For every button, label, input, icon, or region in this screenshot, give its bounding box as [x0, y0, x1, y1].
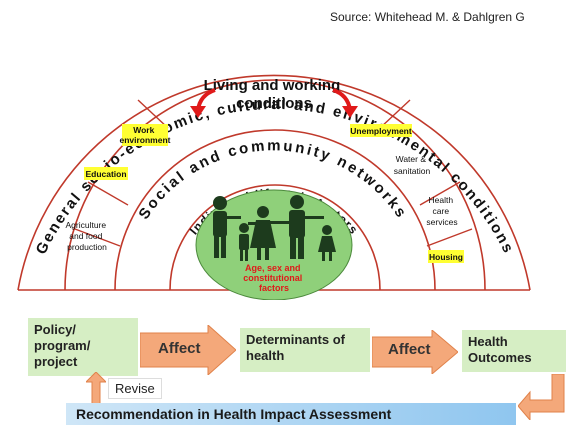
affect-arrow-2 [372, 330, 458, 374]
recommendation-bar: Recommendation in Health Impact Assessme… [66, 403, 516, 425]
sector-work-environment: Work environment [119, 125, 170, 145]
education-highlight [84, 167, 128, 180]
revise-arrow [86, 372, 106, 404]
source-caption: Source: Whitehead M. & Dahlgren G [330, 10, 525, 24]
revise-label: Revise [108, 378, 162, 399]
recommendation-label: Recommendation in Health Impact Assessme… [76, 406, 392, 422]
sector-water: Water & sanitation [394, 154, 431, 176]
affect-arrow-1 [140, 325, 236, 375]
housing-highlight [428, 250, 464, 263]
sector-dividers [74, 99, 473, 247]
lifestyle-arc [169, 184, 381, 291]
family-figures [213, 195, 336, 261]
living-conditions-title: Living and working conditions [204, 77, 345, 112]
determinants-box: Determinants of health [240, 328, 370, 372]
sector-health-care: Health care services [426, 195, 457, 227]
right-arrow-head [342, 106, 358, 118]
sector-agriculture: Agriculture and food production [65, 220, 108, 252]
sector-education: Education [85, 169, 126, 179]
affect-label-2: Affect [388, 341, 431, 358]
affect-label-1: Affect [158, 340, 201, 357]
left-arrow-head [190, 106, 206, 118]
sector-unemployment: Unemployment [350, 126, 412, 136]
outcomes-box: Health Outcomes [462, 330, 566, 372]
return-arrow [518, 374, 565, 420]
unemployment-highlight [350, 124, 412, 137]
work-environment-highlight [122, 124, 168, 146]
living-conditions-arc [64, 79, 486, 291]
policy-box: Policy/ program/ project [28, 318, 138, 376]
outer-arc [17, 74, 531, 291]
community-arc [114, 129, 436, 291]
health-determinants-rainbow: General socio-economic, cultural and env… [17, 74, 531, 300]
sector-housing: Housing [429, 252, 463, 262]
core-label: Age, sex and constitutional factors [243, 263, 305, 293]
